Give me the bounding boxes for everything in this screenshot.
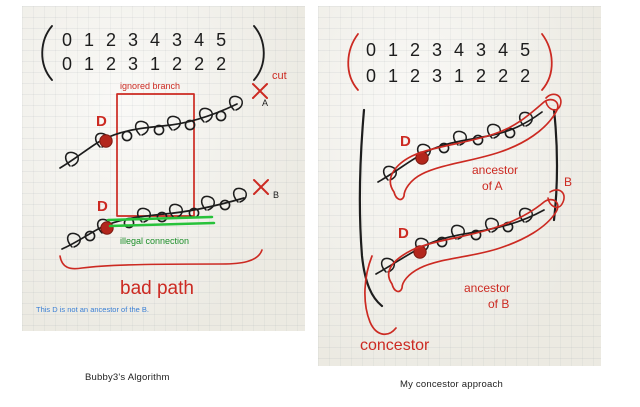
b-label-right: B (564, 175, 572, 189)
top-node-circle-3 (184, 119, 196, 131)
top-chain-spine (59, 103, 238, 169)
r-bottom-chain-spine (375, 209, 545, 275)
bottom-node-circle-0 (84, 230, 96, 242)
bottom-node-d-filled (100, 221, 114, 235)
top-loop-1 (64, 151, 79, 167)
left-panel-photo: 0 1 2 3 4 3 4 5 0 1 2 3 1 2 2 2 ignored … (22, 6, 305, 331)
ignored-branch-label: ignored branch (120, 81, 180, 91)
right-matrix-row2: 0 1 2 3 1 2 2 2 (366, 66, 534, 86)
r-top-loop-1 (382, 165, 397, 181)
ancestor-of-b-label-2: of B (488, 297, 509, 311)
r-bottom-loop-1 (380, 257, 395, 273)
left-panel-caption: Bubby3's Algorithm (85, 372, 170, 383)
illegal-connection-line-2 (108, 221, 216, 228)
matrix-right-paren-left (253, 25, 265, 81)
concestor-label: concestor (360, 337, 430, 354)
b-label-left: B (273, 190, 279, 200)
concestor-lasso-tail (364, 255, 397, 336)
matrix-right-paren-right (541, 33, 553, 91)
right-panel-drawing: 0 1 2 3 4 3 4 5 0 1 2 3 1 2 2 2 D ancest… (347, 33, 572, 354)
bottom-loop-5 (200, 195, 215, 211)
illegal-connection-label: illegal connection (120, 236, 189, 246)
r-bottom-loop-2 (414, 237, 429, 253)
top-d-label: D (96, 113, 107, 130)
bottom-d-label: D (97, 198, 108, 215)
left-panel-drawing: 0 1 2 3 4 3 4 5 0 1 2 3 1 2 2 2 ignored … (36, 25, 287, 314)
top-loop-3 (134, 120, 149, 136)
right-matrix-row1: 0 1 2 3 4 3 4 5 (366, 40, 534, 60)
top-node-circle-1 (121, 130, 133, 142)
b-node-marker (547, 189, 565, 209)
top-node-circle-4 (215, 110, 227, 122)
ignored-branch-rect (116, 93, 195, 217)
r-top-loop-5 (518, 111, 533, 127)
matrix-left-paren-right (347, 33, 359, 91)
cut-x-bottom (253, 179, 269, 195)
ancestor-of-b-label-1: ancestor (464, 281, 510, 295)
trunk-right-stroke (552, 108, 559, 222)
cut-label: cut (272, 70, 287, 82)
r-top-d-label: D (400, 133, 411, 150)
a-label-left: A (262, 98, 268, 108)
top-loop-6 (228, 95, 243, 111)
r-bottom-d-label: D (398, 225, 409, 242)
ancestor-of-a-label-2: of A (482, 179, 503, 193)
right-panel-caption: My concestor approach (400, 379, 503, 390)
lasso-ancestor-of-a (389, 98, 559, 201)
left-matrix-row2: 0 1 2 3 1 2 2 2 (62, 54, 230, 74)
matrix-left-paren-left (41, 25, 53, 81)
footnote-left: This D is not an ancestor of the B. (36, 305, 149, 314)
top-node-circle-2 (153, 124, 165, 136)
bad-path-label: bad path (120, 278, 194, 299)
bottom-loop-4 (168, 203, 183, 219)
r-top-chain-spine (377, 111, 543, 183)
top-loop-5 (198, 107, 213, 123)
a-node-marker (545, 93, 562, 111)
left-matrix-row1: 0 1 2 3 4 3 4 5 (62, 30, 230, 50)
r-top-node-circle-3 (504, 127, 516, 139)
illegal-connection-line-1 (106, 215, 214, 222)
cut-x-top (252, 83, 268, 99)
r-bottom-loop-5 (518, 207, 533, 223)
bottom-loop-1 (66, 232, 81, 248)
r-top-loop-2 (416, 143, 431, 159)
top-node-d-filled (99, 134, 113, 148)
lasso-ancestor-of-b (387, 198, 559, 293)
bottom-loop-6 (232, 187, 247, 203)
bad-path-brace (59, 249, 263, 270)
right-panel-photo: 0 1 2 3 4 3 4 5 0 1 2 3 1 2 2 2 D ancest… (318, 6, 601, 366)
bottom-node-circle-4 (219, 199, 231, 211)
bottom-node-circle-2 (156, 211, 168, 223)
top-loop-4 (166, 115, 181, 131)
ancestor-of-a-label-1: ancestor (472, 163, 518, 177)
r-bottom-loop-4 (484, 217, 499, 233)
trunk-left-stroke (358, 108, 384, 308)
r-top-loop-4 (486, 123, 501, 139)
